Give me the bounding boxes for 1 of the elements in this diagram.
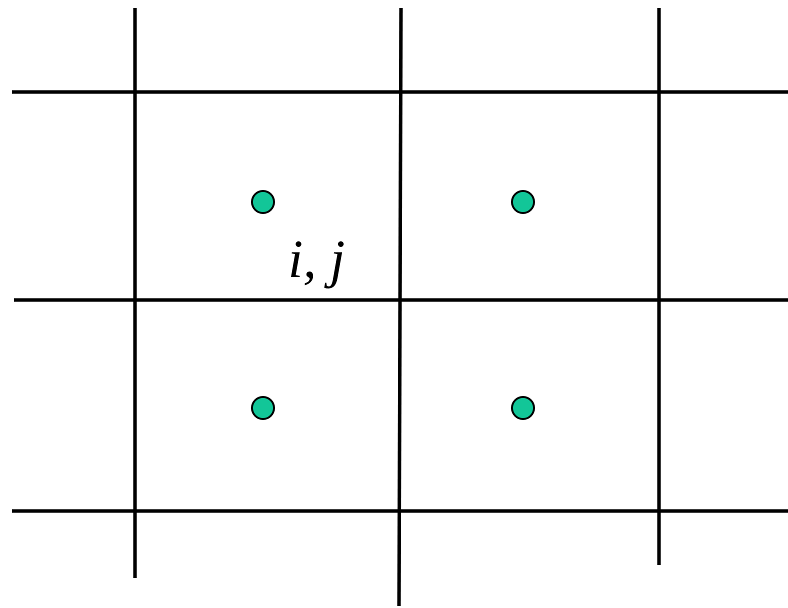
grid-index-label: i, j — [288, 228, 346, 290]
